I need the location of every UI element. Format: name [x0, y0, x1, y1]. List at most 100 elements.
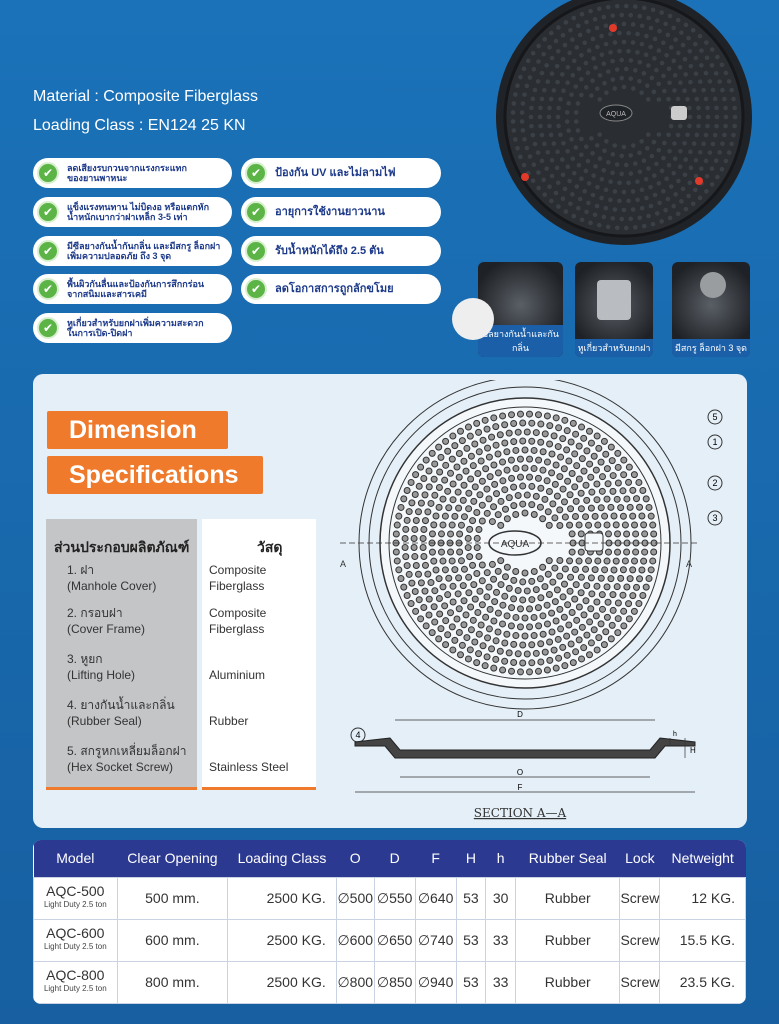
texture-dot: [417, 499, 425, 507]
texture-dot: [629, 566, 637, 574]
texture-dot: [402, 525, 410, 533]
texture-dot: [614, 67, 620, 72]
texture-dot: [647, 566, 655, 574]
texture-dot: [612, 521, 620, 529]
texture-dot: [497, 581, 505, 589]
texture-dot: [556, 521, 564, 529]
texture-dot: [641, 158, 647, 163]
texture-dot: [530, 632, 538, 640]
texture-dot: [654, 18, 660, 23]
texture-dot: [534, 604, 542, 612]
texture-dot: [532, 492, 540, 500]
texture-dot: [410, 534, 418, 542]
texture-dot: [680, 42, 686, 48]
material-line: Fiberglass: [209, 622, 265, 636]
texture-dot: [580, 467, 588, 475]
texture-dot: [566, 491, 574, 499]
feature-pill: ✔ป้องกัน UV และไม่ลามไฟ: [241, 158, 441, 188]
texture-dot: [451, 636, 459, 644]
texture-dot: [532, 429, 540, 437]
photo-caption: หูเกี่ยวสำหรับยกฝา: [575, 339, 653, 357]
texture-dot: [591, 173, 596, 178]
dim-f-value: ∅640: [414, 876, 457, 920]
texture-dot: [610, 170, 615, 176]
texture-dot: [485, 583, 493, 591]
texture-dot: [556, 204, 561, 209]
texture-dot: [570, 192, 575, 197]
texture-dot: [538, 105, 543, 111]
material-header: วัสดุ: [257, 539, 283, 555]
texture-dot: [683, 206, 689, 212]
material-line: Rubber: [209, 714, 249, 728]
texture-dot: [561, 513, 569, 521]
texture-dot: [635, 197, 640, 203]
texture-dot: [654, 67, 659, 73]
texture-dot: [614, 615, 622, 623]
texture-dot: [490, 414, 498, 422]
texture-dot: [519, 110, 525, 115]
texture-dot: [555, 180, 561, 186]
texture-dot: [403, 562, 411, 570]
feature-line: แข็งแรงทนทาน ไม่บิดงอ หรือแตกหัก: [67, 202, 210, 212]
texture-dot: [411, 553, 419, 561]
texture-dot: [610, 58, 615, 64]
texture-dot: [722, 132, 727, 138]
texture-dot: [595, 184, 600, 190]
texture-dot: [641, 5, 647, 11]
callout-circle: [707, 475, 723, 491]
texture-dot: [405, 570, 413, 578]
texture-dot: [720, 141, 725, 147]
texture-dot: [625, 463, 633, 471]
texture-dot: [457, 651, 464, 659]
texture-dot: [603, 495, 611, 503]
texture-dot: [594, 203, 600, 209]
check-icon: ✔: [37, 201, 59, 223]
texture-dot: [614, 463, 622, 471]
texture-dot: [705, 123, 710, 129]
texture-dot: [573, 119, 579, 124]
texture-dot: [671, 203, 676, 209]
texture-dot: [667, 148, 672, 154]
texture-dot: [458, 641, 466, 649]
texture-dot: [577, 489, 585, 497]
texture-dot: [621, 557, 629, 565]
texture-dot: [537, 594, 545, 602]
texture-dot: [710, 87, 716, 93]
texture-dot: [561, 565, 569, 573]
texture-dot: [639, 187, 645, 193]
dim-o-value: ∅500: [335, 876, 375, 920]
texture-dot: [612, 189, 618, 194]
texture-dot: [717, 79, 722, 84]
texture-dot: [507, 456, 515, 464]
texture-dot: [545, 557, 553, 565]
texture-dot: [614, 225, 620, 231]
texture-dot: [650, 548, 658, 556]
texture-dot: [687, 105, 692, 111]
texture-dot: [649, 75, 655, 81]
texture-dot: [532, 141, 538, 147]
texture-dot: [541, 51, 546, 57]
texture-dot: [442, 641, 450, 649]
texture-dot: [503, 630, 511, 638]
texture-dot: [493, 588, 500, 596]
texture-dot: [492, 655, 500, 663]
texture-dot: [530, 132, 536, 138]
texture-dot: [402, 553, 410, 561]
feature-text: อายุการใช้งานยาวนาน: [275, 206, 385, 218]
texture-dot: [555, 114, 561, 120]
texture-dot: [729, 141, 734, 147]
texture-dot: [470, 497, 478, 505]
texture-dot: [601, 512, 609, 520]
check-icon: ✔: [37, 317, 59, 339]
texture-dot: [663, 207, 668, 213]
texture-dot: [571, 565, 579, 573]
texture-dot: [476, 491, 484, 499]
texture-dot: [693, 71, 699, 76]
texture-dot: [586, 427, 593, 435]
texture-dot: [580, 611, 588, 619]
texture-dot: [435, 594, 443, 602]
texture-dot: [566, 521, 574, 529]
texture-dot: [444, 447, 452, 455]
texture-dot: [530, 510, 538, 518]
texture-dot: [556, 123, 561, 129]
